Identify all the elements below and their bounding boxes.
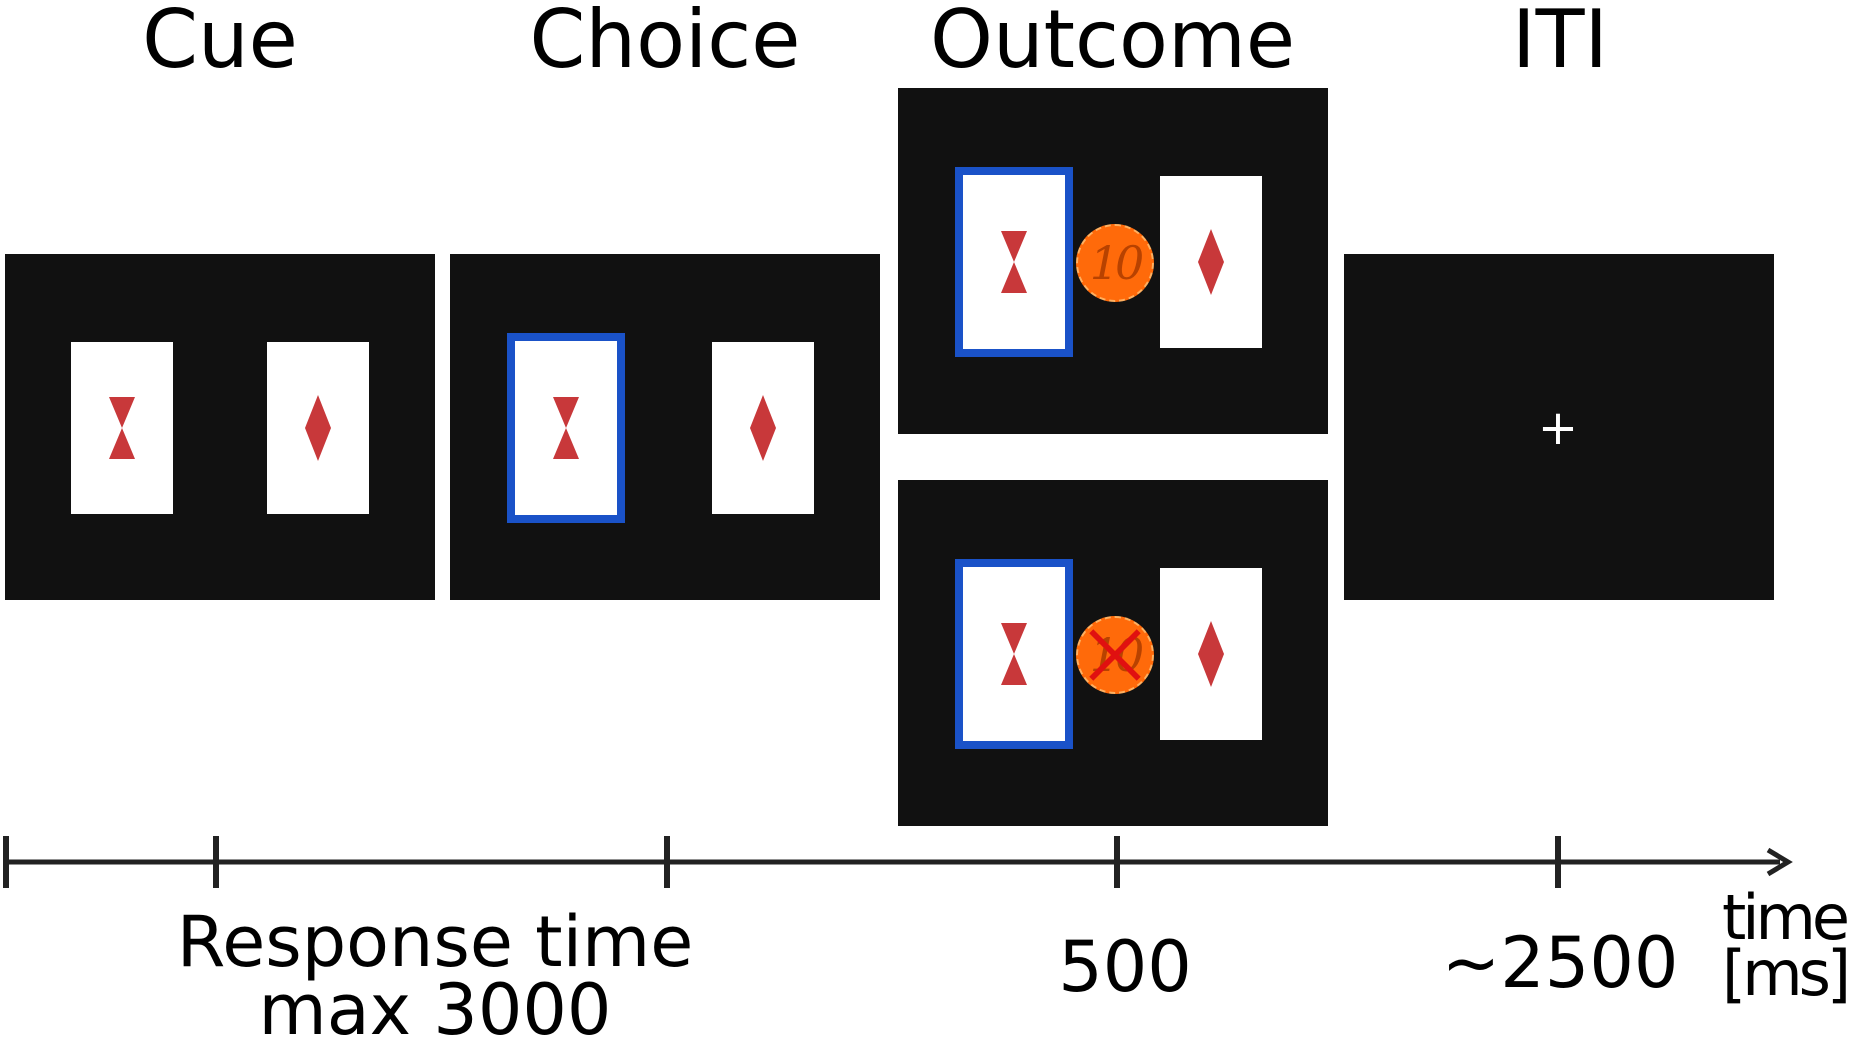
outcome-title: Outcome: [930, 0, 1296, 86]
choice-title: Choice: [529, 0, 801, 86]
hourglass-card-selected: [955, 167, 1073, 357]
hourglass-suit-icon: [1001, 231, 1027, 293]
cue-title: Cue: [142, 0, 298, 86]
cue-screen: [5, 254, 435, 600]
outcome-duration-label: 500: [1058, 926, 1192, 1008]
diamond-suit-icon: [1198, 621, 1224, 687]
time-axis: [3, 836, 1793, 888]
diamond-card: [1160, 568, 1262, 740]
diamond-card: [1160, 176, 1262, 348]
diamond-suit-icon: [305, 395, 331, 461]
response-time-max-label: max 3000: [258, 969, 612, 1051]
axis-arrowhead: [1766, 847, 1793, 877]
iti-title: ITI: [1511, 0, 1609, 86]
time-axis-unit: [ms]: [1722, 937, 1851, 1010]
hourglass-suit-icon: [109, 397, 135, 459]
fixation-cross: +: [1537, 400, 1579, 456]
diamond-card: [267, 342, 369, 514]
diamond-suit-icon: [1198, 229, 1224, 295]
coin-icon: 10: [1076, 224, 1154, 302]
coin-icon: 10: [1076, 616, 1154, 694]
outcome-no-reward-screen: 10: [898, 480, 1328, 826]
diamond-card: [712, 342, 814, 514]
diamond-suit-icon: [750, 395, 776, 461]
response-time-label: Response time: [176, 901, 694, 983]
hourglass-card-selected: [507, 333, 625, 523]
hourglass-card-selected: [955, 559, 1073, 749]
hourglass-card: [71, 342, 173, 514]
time-axis-label: time: [1722, 881, 1850, 954]
outcome-reward-screen: 10: [898, 88, 1328, 434]
iti-duration-label: ~2500: [1441, 922, 1679, 1004]
coin-value: 10: [1089, 236, 1145, 290]
iti-screen: +: [1344, 254, 1774, 600]
choice-screen: [450, 254, 880, 600]
cross-icon: [1089, 629, 1141, 681]
hourglass-suit-icon: [553, 397, 579, 459]
hourglass-suit-icon: [1001, 623, 1027, 685]
